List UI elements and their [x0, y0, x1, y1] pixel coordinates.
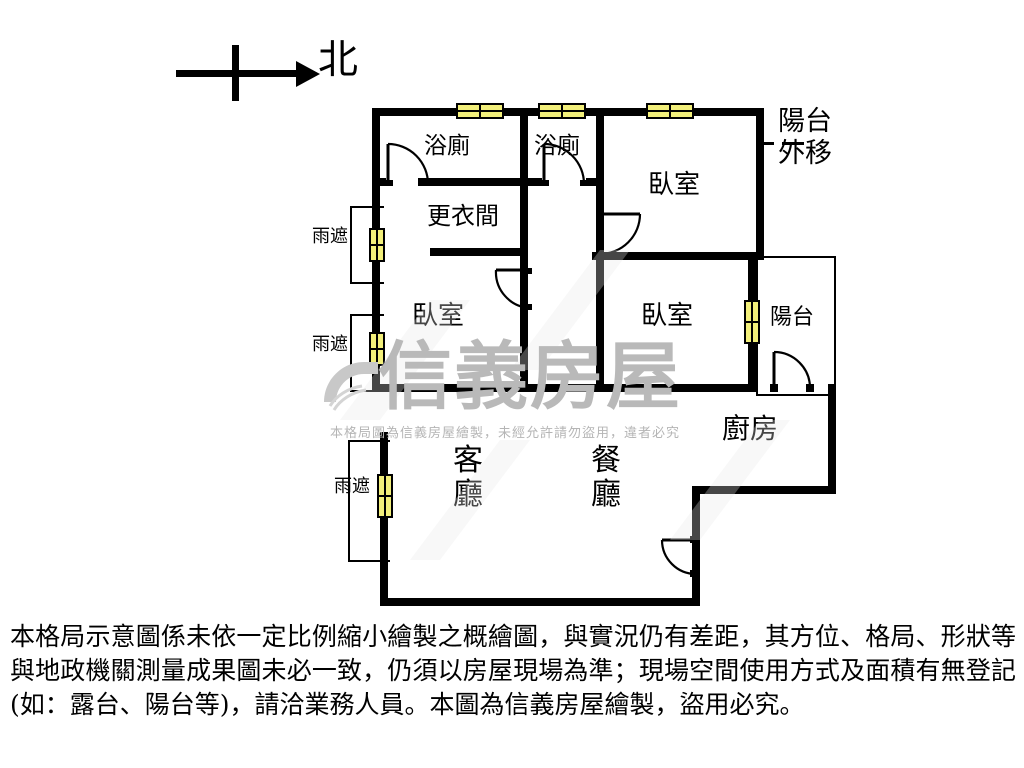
annotation-balcony-relocated-line2: 外移	[778, 138, 832, 170]
north-arrow-head-icon	[296, 61, 320, 87]
wall-divider-bath1-bath2	[520, 108, 528, 260]
wall-kitchen-bottom	[692, 486, 836, 494]
compass-north-indicator: 北	[176, 40, 366, 106]
door-bath-2	[542, 142, 587, 186]
room-label-bedroom-north: 臥室	[648, 170, 701, 200]
room-label-balcony: 陽台	[770, 305, 815, 330]
door-kitchen-balcony	[770, 350, 814, 392]
window-north-bedroom-top	[646, 103, 694, 119]
annotation-balcony-relocated: 陽台 外移	[778, 106, 832, 171]
door-west-bedroom	[494, 268, 532, 310]
door-bath-1	[386, 142, 431, 186]
wall-north-bedroom-bottom	[596, 252, 764, 260]
room-label-bath-1: 浴廁	[424, 133, 470, 159]
window-canopy-upper	[369, 228, 385, 262]
canopy-label-upper: 雨遮	[312, 226, 348, 247]
annotation-balcony-relocated-line1: 陽台	[778, 106, 832, 137]
canopy-upper-bracket	[350, 206, 384, 284]
wall-bath1-bottom-stub	[372, 178, 386, 186]
wall-bath2-bottom-left	[528, 178, 542, 186]
balcony-annotation-leader-line	[762, 142, 774, 145]
exterior-wall-bottom	[380, 598, 700, 606]
exterior-wall-left-lower	[380, 432, 388, 606]
floor-plan-drawing: 浴廁 浴廁 臥室 更衣間 臥室 臥室 陽台 廚房 客廳 餐廳 雨遮 雨遮 雨遮 …	[312, 103, 836, 606]
room-label-kitchen: 廚房	[722, 412, 779, 445]
exterior-wall-kitchen-right	[828, 384, 836, 494]
window-balcony	[744, 300, 760, 344]
room-label-bedroom-west: 臥室	[412, 301, 465, 331]
room-label-closet: 更衣間	[427, 202, 499, 230]
balcony-annotation-leader-line-2	[782, 142, 804, 145]
wall-corridor-vertical	[520, 256, 528, 392]
wall-kitchen-top	[596, 384, 756, 392]
wall-closet-bottom	[430, 248, 528, 256]
wall-bath1-bottom	[418, 178, 520, 186]
wall-west-bedroom-bottom	[372, 384, 528, 392]
wall-dining-top	[520, 384, 604, 392]
window-canopy-middle	[369, 332, 385, 366]
wall-dining-right	[692, 486, 700, 606]
window-canopy-lower	[377, 474, 393, 518]
wall-east-bedroom-left	[596, 252, 604, 392]
north-arrow-crossbar	[232, 45, 239, 101]
wall-bath2-bottom-right	[586, 178, 604, 186]
window-bath1-top	[456, 103, 504, 119]
window-bath2-top	[538, 103, 586, 119]
door-main-entrance	[660, 536, 698, 577]
canopy-label-lower: 雨遮	[334, 476, 370, 497]
room-label-bath-2: 浴廁	[534, 133, 580, 159]
room-label-bedroom-east: 臥室	[641, 301, 694, 331]
room-label-living-room: 客廳	[453, 443, 483, 512]
north-label: 北	[318, 37, 358, 83]
exterior-wall-right-upper	[756, 108, 764, 260]
watermark-brand: 信義房屋	[378, 334, 682, 420]
canopy-lower-bracket	[348, 440, 390, 562]
door-north-bedroom	[596, 212, 642, 256]
canopy-label-middle: 雨遮	[312, 334, 348, 355]
disclaimer-text: 本格局示意圖係未依一定比例縮小繪製之概繪圖，與實況仍有差距，其方位、格局、形狀等…	[10, 622, 1016, 719]
room-label-dining-room: 餐廳	[591, 443, 621, 512]
